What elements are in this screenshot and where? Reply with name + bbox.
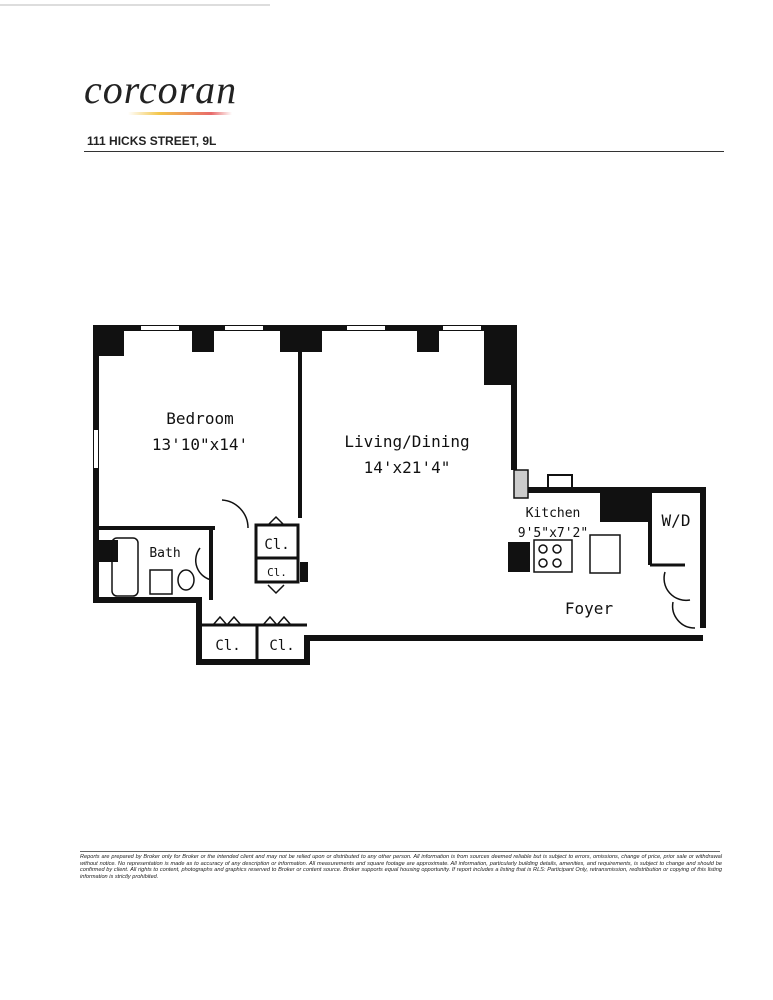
bedroom-size: 13'10"x14' (152, 435, 248, 454)
closet-label: Cl. (215, 638, 240, 654)
listing-address: 111 HICKS STREET, 9L (87, 134, 217, 148)
refrigerator (589, 534, 621, 574)
bedroom-name: Bedroom (166, 409, 233, 428)
foyer-name: Foyer (565, 599, 614, 618)
entry-door-swing (671, 601, 696, 629)
wd-door-swing (663, 571, 691, 602)
closet-label: Cl. (267, 566, 287, 579)
kitchen-sink (547, 474, 573, 492)
bath-door-swing (195, 547, 213, 581)
fixtures (111, 469, 696, 629)
bedroom-door-swing (221, 499, 249, 529)
footer-divider (80, 851, 720, 852)
closet-label: Cl. (264, 537, 289, 553)
legal-disclaimer: Reports are prepared by Broker only for … (80, 854, 722, 880)
windows (94, 326, 481, 468)
scan-edge-line (0, 4, 270, 6)
corcoran-logo: corcoran (84, 67, 238, 112)
sink (149, 569, 173, 595)
kitchen-counter (513, 469, 529, 499)
wd-name: W/D (662, 511, 691, 530)
closet-label: Cl. (269, 638, 294, 654)
columns (96, 328, 650, 582)
bath-name: Bath (149, 546, 180, 561)
header-divider (84, 151, 724, 152)
bathtub (111, 537, 139, 597)
kitchen-name: Kitchen (526, 506, 581, 521)
kitchen-size: 9'5"x7'2" (518, 526, 588, 541)
logo-swoosh (128, 112, 232, 115)
stove (533, 539, 573, 573)
room-labels: Bedroom 13'10"x14' Living/Dining 14'x21'… (149, 409, 690, 654)
living-name: Living/Dining (344, 432, 469, 451)
living-size: 14'x21'4" (364, 458, 451, 477)
toilet (177, 569, 195, 591)
